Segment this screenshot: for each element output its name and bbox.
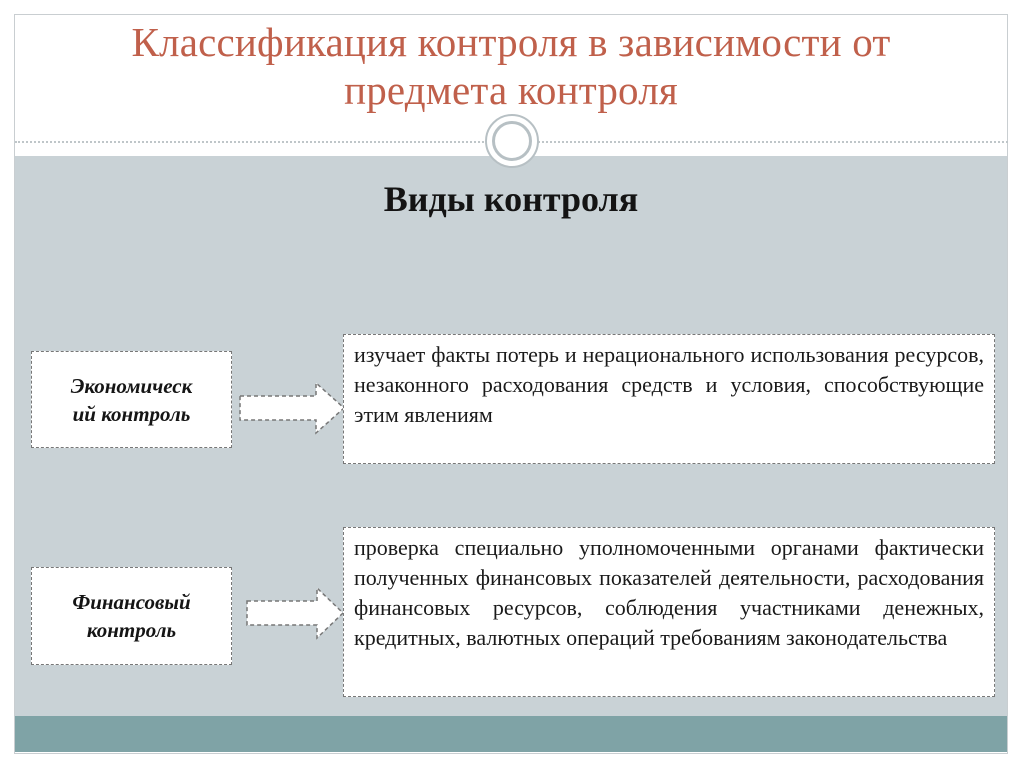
term-financial-line-1: Финансовый [72,590,191,614]
definition-box-economic-control: изучает факты потерь и нерационального и… [343,334,995,464]
slide-frame [14,14,1008,754]
panel-heading: Виды контроля [383,179,639,219]
term-economic-line-2: ий контроль [72,401,191,426]
slide-title-line-2: предмета контроля [344,67,678,113]
arrow-right-icon-economic [239,381,346,435]
definition-financial-text: проверка специально уполномоченными орга… [354,535,984,650]
term-box-financial-control: Финансовый контроль [31,567,232,665]
slide-title: Классификация контроля в зависимости от … [14,18,1008,114]
term-box-economic-control: Экономическ ий контроль [31,351,232,448]
term-financial-line-2: контроль [86,618,177,642]
arrow-right-icon-financial [246,586,345,640]
footer-bar [15,716,1007,752]
definition-economic-text: изучает факты потерь и нерационального и… [354,342,984,427]
term-economic-line-1: Экономическ [70,373,193,398]
definition-box-financial-control: проверка специально уполномоченными орга… [343,527,995,697]
slide-title-line-1: Классификация контроля в зависимости от [131,19,891,65]
ring-ornament-icon [485,114,539,168]
